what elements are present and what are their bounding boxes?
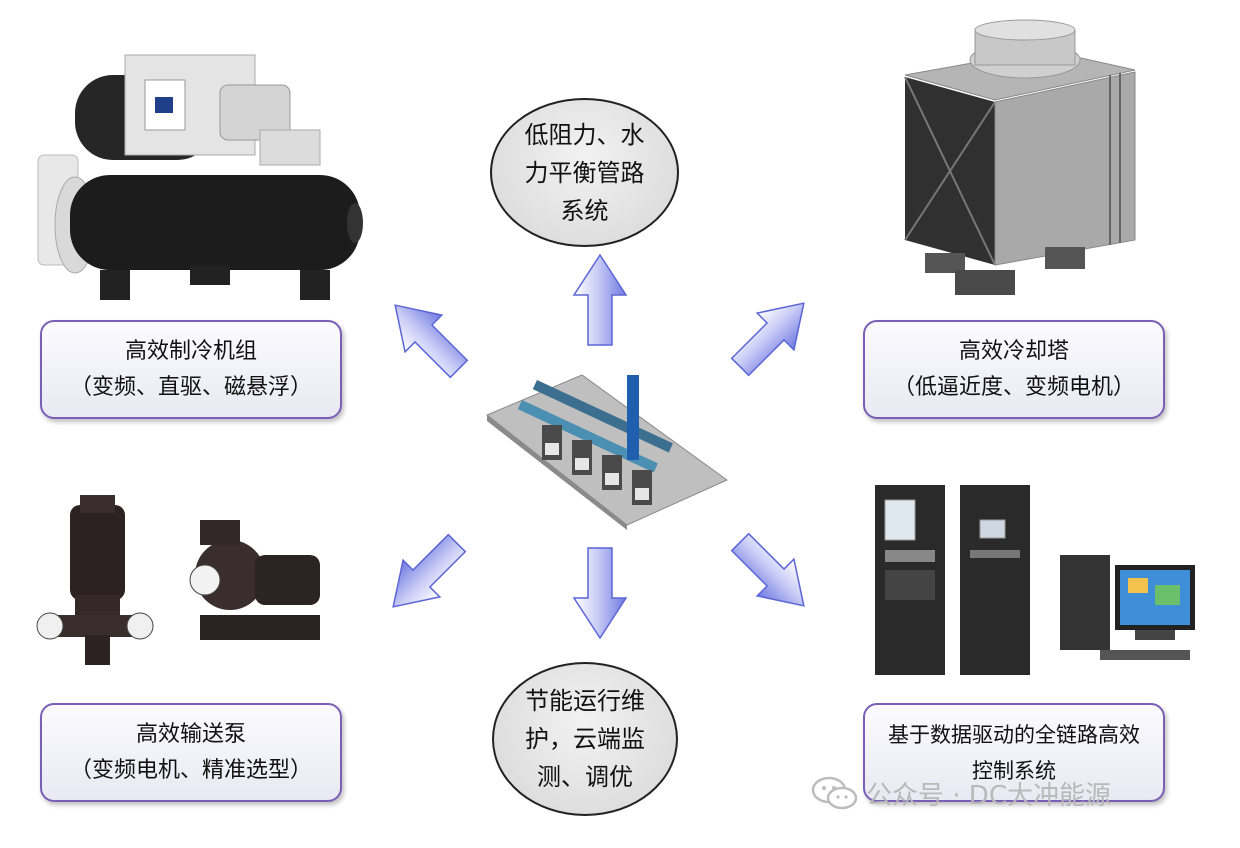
watermark-text: 公众号 · DC大冲能源 bbox=[866, 781, 1111, 811]
box-control-system: 基于数据驱动的全链路高效 控制系统 bbox=[863, 703, 1165, 802]
box-cooling-tower: 高效冷却塔 （低逼近度、变频电机） bbox=[863, 320, 1165, 419]
plant-room-model-image bbox=[486, 374, 728, 530]
arrow-down-right bbox=[730, 532, 805, 607]
ellipse-operation-line-1: 节能运行维 bbox=[525, 687, 645, 715]
box-chiller: 高效制冷机组 （变频、直驱、磁悬浮） bbox=[40, 320, 342, 419]
watermark: 公众号 · DC大冲能源 bbox=[811, 775, 1111, 812]
box-chiller-title: 高效制冷机组 bbox=[124, 338, 257, 364]
box-chiller-subtitle: （变频、直驱、磁悬浮） bbox=[69, 374, 312, 400]
arrow-up bbox=[572, 253, 628, 346]
arrow-up-right bbox=[730, 302, 805, 377]
box-cooling-tower-subtitle: （低逼近度、变频电机） bbox=[892, 374, 1135, 400]
ellipse-pipe-line-3: 系统 bbox=[560, 196, 609, 225]
box-pump: 高效输送泵 （变频电机、精准选型） bbox=[40, 703, 342, 802]
box-pump-title: 高效输送泵 bbox=[135, 721, 246, 747]
box-control-subtitle: 控制系统 bbox=[972, 758, 1056, 783]
arrow-down-left bbox=[392, 533, 467, 608]
box-cooling-tower-title: 高效冷却塔 bbox=[958, 338, 1069, 364]
box-pump-subtitle: （变频电机、精准选型） bbox=[69, 757, 312, 783]
cooling-tower-image bbox=[904, 19, 1136, 295]
box-control-title: 基于数据驱动的全链路高效 bbox=[888, 722, 1140, 747]
wechat-icon bbox=[811, 776, 858, 809]
ellipse-pipe-system: 低阻力、水 力平衡管路 系统 bbox=[490, 98, 679, 247]
pumps-image bbox=[36, 495, 320, 665]
ellipse-pipe-line-2: 力平衡管路 bbox=[524, 158, 645, 187]
ellipse-operation-line-3: 测、调优 bbox=[537, 763, 633, 791]
chiller-image bbox=[37, 54, 363, 300]
arrow-up-left bbox=[394, 304, 469, 379]
ellipse-operation: 节能运行维 护，云端监 测、调优 bbox=[492, 662, 678, 816]
control-system-image bbox=[875, 485, 1195, 675]
ellipse-pipe-line-1: 低阻力、水 bbox=[524, 120, 645, 149]
ellipse-operation-line-2: 护，云端监 bbox=[525, 725, 645, 753]
arrow-down bbox=[572, 547, 628, 640]
